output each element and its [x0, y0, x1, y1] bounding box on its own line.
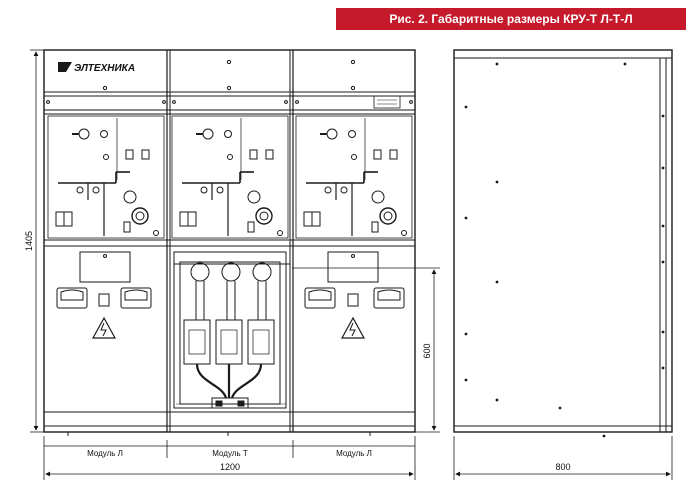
brand-logo-icon	[58, 62, 72, 72]
module-t-transformer-compartment	[173, 251, 290, 409]
front-view	[43, 49, 416, 436]
side-view	[453, 49, 673, 438]
dimension-lines	[30, 49, 673, 480]
brand-logo-text: ЭЛТЕХНИКА	[74, 63, 135, 74]
dimension-lower-height-label: 600	[422, 343, 432, 358]
dimension-height-label: 1405	[24, 231, 34, 251]
figure-caption: Рис. 2. Габаритные размеры КРУ-Т Л-Т-Л	[336, 8, 686, 30]
dimension-depth-label: 800	[555, 462, 570, 472]
module-l-left-door	[56, 251, 152, 339]
mimic-panel-left	[47, 115, 165, 239]
module-label-left: Модуль Л	[87, 449, 123, 458]
dimension-width-label: 1200	[220, 462, 240, 472]
module-l-right-door	[304, 251, 405, 339]
module-label-middle: Модуль Т	[212, 449, 248, 458]
module-label-right: Модуль Л	[336, 449, 372, 458]
